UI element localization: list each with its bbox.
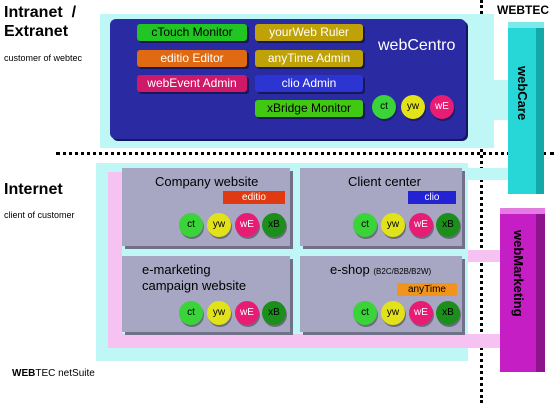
- we-badge: wE: [235, 301, 259, 325]
- xb-badge: xB: [436, 301, 460, 325]
- internet-subtitle: client of customer: [4, 210, 75, 220]
- ct-badge: ct: [179, 301, 203, 325]
- webtec-label: WEBTEC: [497, 3, 549, 17]
- webcare-label: webCare: [515, 66, 530, 121]
- webcentro-title: webCentro: [378, 37, 456, 54]
- emarketing-title-line1: e-marketing: [142, 262, 211, 277]
- anytime-admin-button[interactable]: anyTime Admin: [255, 50, 363, 67]
- webmarketing-block[interactable]: [500, 214, 536, 372]
- xb-badge: xB: [436, 213, 460, 237]
- eshop-title: e-shop (B2C/B2B/B2W): [330, 262, 431, 280]
- webcare-block[interactable]: [508, 28, 536, 194]
- client-center-title: Client center: [348, 174, 421, 189]
- editio-tag: editio: [223, 191, 285, 204]
- ctouch-monitor-button[interactable]: cTouch Monitor: [137, 24, 247, 41]
- intranet-title: Intranet / Extranet: [4, 3, 76, 41]
- emarketing-title: e-marketing campaign website: [142, 262, 246, 294]
- webmarketing-block-side: [536, 214, 545, 372]
- client-center-box[interactable]: [300, 168, 462, 246]
- intranet-title-line2: Extranet: [4, 23, 69, 40]
- we-badge: wE: [235, 213, 259, 237]
- we-badge: wE: [430, 95, 454, 119]
- we-badge: wE: [409, 301, 433, 325]
- intranet-subtitle: customer of webtec: [4, 53, 83, 63]
- pink-connector: [468, 250, 500, 262]
- footer-brand-bold: WEB: [12, 368, 36, 379]
- webcare-block-top: [508, 22, 544, 30]
- pink-rail-bottom: [108, 334, 500, 348]
- pink-rail: [108, 172, 122, 348]
- horizontal-divider: [56, 152, 554, 155]
- ct-badge: ct: [353, 301, 377, 325]
- eshop-subtitle: (B2C/B2B/B2W): [373, 267, 432, 276]
- emarketing-title-line2: campaign website: [142, 278, 247, 293]
- care-connector-lower: [468, 168, 508, 180]
- yw-badge: yw: [207, 301, 231, 325]
- internet-title: Internet: [4, 181, 63, 198]
- company-website-box[interactable]: [122, 168, 290, 246]
- eshop-title-text: e-shop: [330, 262, 370, 277]
- xb-badge: xB: [262, 213, 286, 237]
- we-badge: wE: [409, 213, 433, 237]
- vertical-divider: [480, 0, 483, 403]
- footer-brand: WEBTEC netSuite: [12, 368, 95, 379]
- yourweb-ruler-button[interactable]: yourWeb Ruler: [255, 24, 363, 41]
- intranet-title-line1: Intranet /: [4, 4, 77, 21]
- footer-brand-rest: TEC netSuite: [35, 368, 95, 379]
- yw-badge: yw: [381, 301, 405, 325]
- editio-editor-button[interactable]: editio Editor: [137, 50, 247, 67]
- yw-badge: yw: [207, 213, 231, 237]
- clio-tag: clio: [408, 191, 456, 204]
- emarketing-box[interactable]: [122, 256, 290, 332]
- webevent-admin-button[interactable]: webEvent Admin: [137, 75, 247, 92]
- ct-badge: ct: [179, 213, 203, 237]
- care-connector: [462, 80, 508, 120]
- ct-badge: ct: [372, 95, 396, 119]
- yw-badge: yw: [381, 213, 405, 237]
- anytime-tag: anyTime: [397, 283, 457, 296]
- clio-admin-button[interactable]: clio Admin: [255, 75, 363, 92]
- webmarketing-block-top: [500, 208, 545, 216]
- xb-badge: xB: [262, 301, 286, 325]
- xbridge-monitor-button[interactable]: xBridge Monitor: [255, 100, 363, 117]
- webmarketing-label: webMarketing: [511, 230, 526, 317]
- yw-badge: yw: [401, 95, 425, 119]
- webcare-block-side: [536, 28, 544, 194]
- company-website-title: Company website: [155, 174, 259, 189]
- ct-badge: ct: [353, 213, 377, 237]
